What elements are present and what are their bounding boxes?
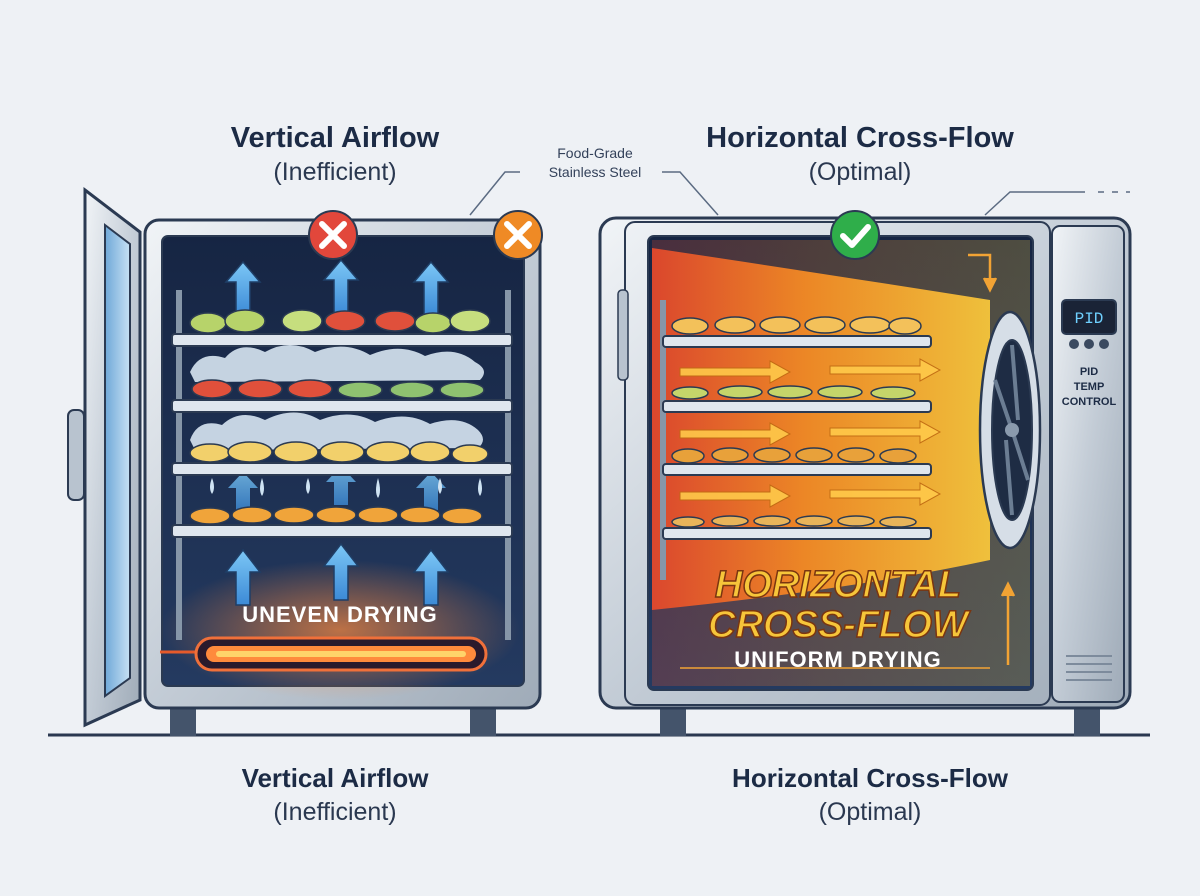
pid-display [1061,299,1117,335]
right-tray-2 [662,385,932,413]
left-caption-subtitle: (Inefficient) [273,798,397,826]
steam-cloud [190,412,483,450]
return-airflow-arrows [680,253,1016,669]
control-label-line2: TEMP [1074,381,1105,393]
left-tray-1 [171,309,513,347]
right-caption: Horizontal Cross-Flow (Optimal) [690,760,1050,828]
right-door-hinge [617,289,629,381]
left-title-block: Vertical Airflow (Inefficient) [185,120,485,188]
left-caption: Vertical Airflow (Inefficient) [170,760,500,828]
right-caption-subtitle: (Optimal) [818,798,922,826]
left-title: Vertical Airflow [230,122,440,154]
right-title: Horizontal Cross-Flow [706,122,1014,154]
right-tray-3 [662,447,932,476]
right-caption-title: Horizontal Cross-Flow [732,763,1008,793]
left-tray-3 [171,441,513,476]
right-tray-4 [662,515,932,540]
steam-cloud [190,345,484,382]
left-tray-4 [171,506,513,538]
right-title-block: Horizontal Cross-Flow (Optimal) [680,120,1040,188]
heating-element [160,636,488,672]
cross-flow-arrows [679,358,942,508]
left-trays [171,309,513,538]
callout-line1: Food-Grade [557,145,633,161]
left-x-icon-red [308,210,358,260]
left-x-icon-orange [493,210,543,260]
right-tray-1 [662,316,932,348]
moisture-drips [210,478,482,498]
material-callout: Food-Grade Stainless Steel [515,144,675,182]
control-label-line1: PID [1080,366,1098,378]
right-subtitle: (Optimal) [808,158,912,186]
right-trays [662,316,932,540]
callout-leaders [469,171,1130,216]
pid-display-text: PID [1075,310,1104,328]
left-caption-title: Vertical Airflow [241,763,429,793]
right-inner-label: UNIFORM DRYING [734,647,942,672]
right-inner-title-line1: HORIZONTAL [715,564,961,606]
vertical-airflow-arrows [224,258,450,606]
right-inner-title-line2: CROSS-FLOW [708,604,971,646]
fan-icon [978,310,1042,550]
vent-slots [1066,655,1112,681]
left-cabinet-door [67,186,142,728]
left-inner-label: UNEVEN DRYING [242,602,438,627]
control-label-line3: CONTROL [1062,396,1117,408]
left-tray-2 [171,379,513,413]
control-panel: PID PID TEMP CONTROL [1051,225,1125,703]
left-subtitle: (Inefficient) [273,158,397,186]
right-check-icon [830,210,880,260]
door-handle [67,409,85,501]
callout-line2: Stainless Steel [548,164,642,180]
